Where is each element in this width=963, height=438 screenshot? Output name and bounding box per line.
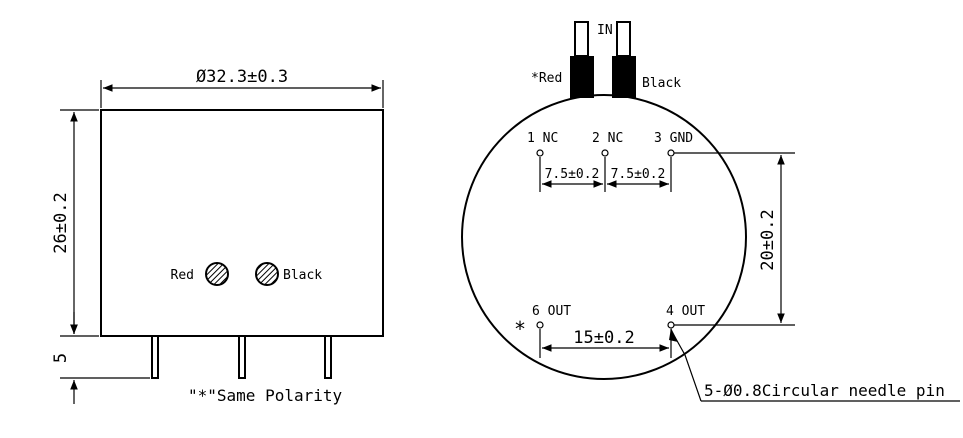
bottom-view: IN *Red Black 1 NC 2 NC 3 GND 6 OUT 4 OU… xyxy=(461,21,960,402)
red-hole xyxy=(205,262,229,286)
spacing-2-label: 7.5±0.2 xyxy=(611,167,666,182)
sensor-body xyxy=(100,109,384,337)
wire-right xyxy=(616,21,631,57)
red-label: Red xyxy=(171,268,194,283)
pin-3-hole xyxy=(667,149,675,157)
hdim-label: 15±0.2 xyxy=(573,328,634,348)
black-wire-label: Black xyxy=(642,76,681,91)
black-hole xyxy=(255,262,279,286)
in-label: IN xyxy=(597,23,613,38)
height-dim-label: 26±0.2 xyxy=(51,192,71,253)
front-view: Ø32.3±0.3 26±0.2 5 Red Black "*"Same Pol… xyxy=(51,67,384,405)
pin-note-leader-arrow xyxy=(669,328,678,342)
pin-middle xyxy=(238,335,246,379)
pin-4-label: 4 OUT xyxy=(666,304,705,319)
pin-left xyxy=(151,335,159,379)
red-wire-sleeve xyxy=(570,56,594,98)
pin-note: 5-Ø0.8Circular needle pin xyxy=(704,381,945,400)
pin-right xyxy=(324,335,332,379)
pin-2-label: 2 NC xyxy=(592,131,623,146)
spacing-1-label: 7.5±0.2 xyxy=(545,167,600,182)
pin-6-hole xyxy=(536,321,544,329)
pin-dim-label: 5 xyxy=(51,353,71,363)
polarity-note: "*"Same Polarity xyxy=(188,386,342,405)
width-dim-label: Ø32.3±0.3 xyxy=(196,67,288,87)
red-wire-label: *Red xyxy=(531,71,562,86)
black-wire-sleeve xyxy=(612,56,636,98)
pin-3-label: 3 GND xyxy=(654,131,693,146)
pin-6-label: 6 OUT xyxy=(532,304,571,319)
pin-1-label: 1 NC xyxy=(527,131,558,146)
vdim-label: 20±0.2 xyxy=(758,209,778,270)
sensor-outline xyxy=(461,94,747,380)
pin-1-hole xyxy=(536,149,544,157)
polarity-star: * xyxy=(514,317,526,341)
pin-4-hole xyxy=(667,321,675,329)
wire-left xyxy=(574,21,589,57)
pin-2-hole xyxy=(601,149,609,157)
black-label: Black xyxy=(283,268,322,283)
